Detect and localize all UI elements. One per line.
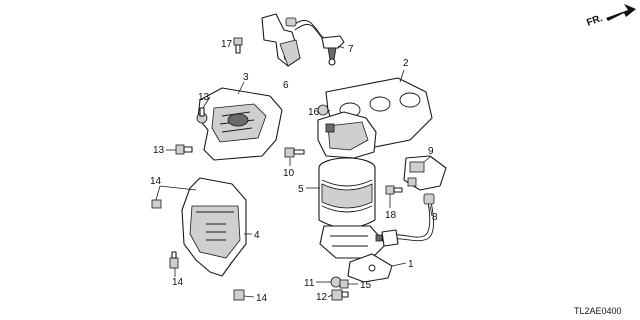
sensor-bracket (403, 155, 447, 191)
callout-8: 8 (432, 212, 438, 223)
callout-10: 10 (283, 168, 295, 179)
front-direction-indicator: FR. (585, 4, 636, 29)
lower-heat-shield (181, 177, 247, 277)
callout-5: 5 (298, 184, 304, 195)
callout-9: 9 (428, 146, 434, 157)
callout-1: 1 (408, 259, 414, 270)
callout-11: 11 (304, 278, 315, 289)
callout-13-upper: 13 (198, 92, 210, 103)
nut-16 (317, 104, 329, 116)
bolt-14-c (233, 289, 245, 301)
catalytic-converter (317, 111, 387, 259)
converter-bracket (347, 253, 393, 283)
bolt-14-b (169, 251, 179, 269)
callout-12: 12 (316, 292, 328, 303)
upper-oxygen-sensor (261, 13, 345, 67)
callout-13-lower: 13 (153, 145, 165, 156)
nut-15 (339, 279, 349, 289)
upper-heat-shield (197, 87, 283, 161)
svg-text:FR.: FR. (585, 13, 604, 29)
leader-lines (155, 42, 433, 298)
callout-15: 15 (360, 280, 372, 291)
bolt-14-a (151, 199, 162, 209)
bolt-10 (284, 147, 305, 158)
bolt-12 (331, 289, 349, 301)
bolt-11 (330, 276, 342, 288)
callout-4: 4 (254, 230, 260, 241)
callout-2: 2 (403, 58, 409, 69)
bolt-13-lower (175, 144, 193, 155)
callout-7: 7 (348, 44, 354, 55)
bolt-13-upper (196, 107, 208, 124)
callout-14-top: 14 (150, 176, 162, 187)
callout-17: 17 (221, 39, 233, 50)
diagram-code: TL2AE0400 (574, 306, 622, 316)
callout-labels: 1 2 3 4 5 6 7 8 9 10 11 12 13 13 14 14 1… (150, 39, 438, 304)
lower-oxygen-sensor (375, 193, 435, 247)
callout-14-bottom: 14 (256, 293, 268, 304)
callout-18: 18 (385, 210, 397, 221)
bolt-17 (233, 37, 243, 54)
callout-14-left: 14 (172, 277, 184, 288)
callout-6: 6 (283, 80, 289, 91)
callout-3: 3 (243, 72, 249, 83)
bolt-18 (385, 185, 403, 195)
callout-16: 16 (308, 107, 320, 118)
